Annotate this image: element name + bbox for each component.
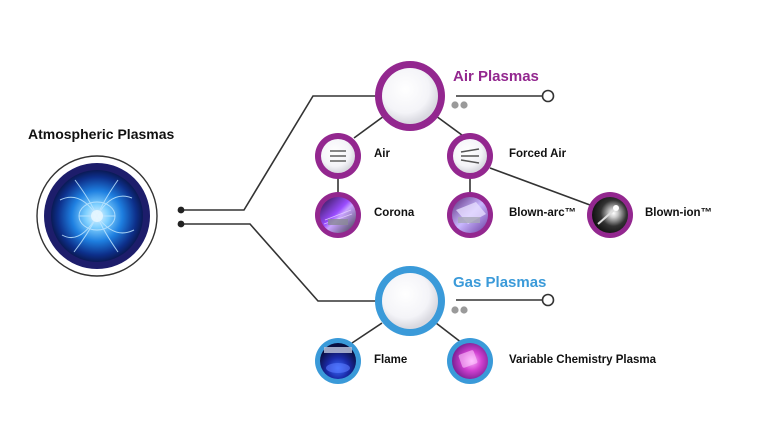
air-lines-icon	[330, 150, 346, 162]
flame-label: Flame	[374, 354, 408, 366]
blown-arc-node	[447, 192, 493, 238]
atmospheric-plasma-node	[36, 155, 158, 277]
plasma-globe-icon	[51, 170, 143, 262]
gas-plasmas-label: Gas Plasmas	[453, 274, 547, 291]
gas-plasmas-node	[375, 266, 445, 336]
forced-air-to-blown-ion-line	[489, 167, 591, 206]
gas-to-vcp-line	[435, 322, 463, 344]
blown-ion-node	[587, 192, 633, 238]
air-child-label: Air	[374, 148, 390, 160]
variable-chemistry-label: Variable Chemistry Plasma	[509, 354, 657, 366]
blown-ion-photo-icon	[597, 205, 619, 225]
trunk-to-gas-line	[181, 223, 378, 302]
blown-arc-photo-icon	[456, 202, 486, 224]
air-to-forced-air-line	[435, 115, 467, 139]
variable-chemistry-node	[447, 338, 493, 384]
air-child-node	[315, 133, 361, 179]
blown-ion-label: Blown-ion™	[645, 207, 713, 219]
flame-node	[315, 338, 361, 384]
gas-to-flame-line	[351, 322, 383, 344]
corona-photo-icon	[323, 209, 353, 225]
trunk-dot-upper	[177, 206, 185, 214]
air-end-circle	[541, 89, 555, 103]
diagram-title: Atmospheric Plasmas	[28, 126, 175, 142]
air-pager-dots	[451, 101, 468, 109]
air-to-air-child-line	[353, 115, 385, 139]
corona-node	[315, 192, 361, 238]
trunk-to-air-line	[181, 95, 378, 211]
gas-end-circle	[541, 293, 555, 307]
gas-pager-dots	[451, 306, 468, 314]
forced-air-label: Forced Air	[509, 148, 567, 160]
trunk-dot-lower	[177, 220, 185, 228]
blown-arc-label: Blown-arc™	[509, 207, 577, 219]
air-plasmas-node	[375, 61, 445, 131]
corona-label: Corona	[374, 207, 415, 219]
flame-photo-icon	[324, 347, 352, 373]
variable-chemistry-photo-icon	[458, 350, 478, 368]
forced-air-icon	[460, 148, 480, 164]
air-plasmas-label: Air Plasmas	[453, 68, 539, 85]
forced-air-node	[447, 133, 493, 179]
